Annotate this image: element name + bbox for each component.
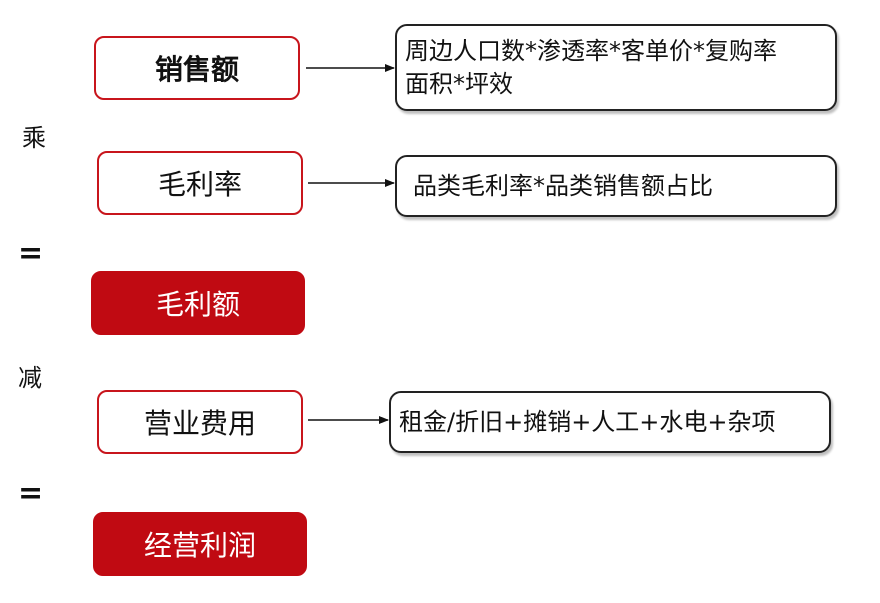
node-operating-profit: 经营利润: [93, 512, 307, 576]
desc-gross-margin-rate: 品类毛利率*品类销售额占比: [395, 155, 837, 217]
equals-operator-1: =: [18, 236, 44, 271]
desc-operating-expense: 租金/折旧+摊销+人工+水电+杂项: [389, 391, 831, 453]
desc-sales-line-1: 周边人口数*渗透率*客单价*复购率: [405, 36, 777, 65]
desc-gross-margin-rate-text: 品类毛利率*品类销售额占比: [413, 171, 713, 200]
node-gross-margin-rate: 毛利率: [97, 151, 303, 215]
desc-operating-expense-text: 租金/折旧+摊销+人工+水电+杂项: [399, 407, 776, 436]
node-sales: 销售额: [94, 36, 300, 100]
node-gross-profit: 毛利额: [91, 271, 305, 335]
equals-operator-2: =: [18, 476, 44, 511]
multiply-operator: 乘: [22, 124, 46, 152]
desc-sales-line-2: 面积*坪效: [405, 69, 513, 98]
subtract-operator: 减: [18, 364, 42, 392]
desc-sales: 周边人口数*渗透率*客单价*复购率 面积*坪效: [395, 24, 837, 111]
node-operating-expense: 营业费用: [97, 390, 303, 454]
